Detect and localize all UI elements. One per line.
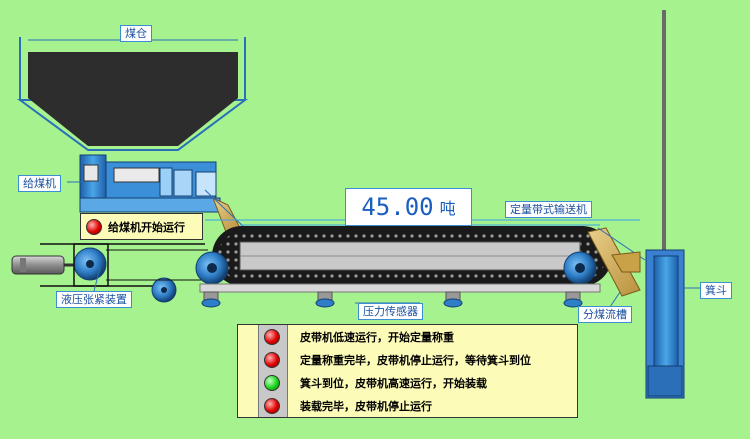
legend-text: 装载完毕，皮带机停止运行 <box>300 399 432 413</box>
coal-bin-label: 煤仓 <box>120 25 152 42</box>
legend-row: 装载完毕，皮带机停止运行 <box>238 394 577 417</box>
pressure-sensor-label: 压力传感器 <box>358 303 423 320</box>
feeder-status-lamp <box>86 218 102 235</box>
legend-row: 定量称重完毕，皮带机停止运行，等待箕斗到位 <box>238 348 577 371</box>
status-legend: 皮带机低速运行，开始定量称重 定量称重完毕，皮带机停止运行，等待箕斗到位 箕斗到… <box>237 324 578 418</box>
skip-hoist <box>645 10 700 399</box>
weight-readout: 45.00 吨 <box>345 188 472 226</box>
feeder-status-panel: 给煤机开始运行 <box>80 213 203 240</box>
legend-text: 皮带机低速运行，开始定量称重 <box>300 330 454 344</box>
weight-unit: 吨 <box>439 199 456 218</box>
feeder-status-text: 给煤机开始运行 <box>108 220 185 234</box>
tensioner-leader <box>92 267 101 296</box>
legend-row: 皮带机低速运行，开始定量称重 <box>238 325 577 348</box>
weigh-belt-label: 定量带式输送机 <box>505 201 592 218</box>
tensioner-label: 液压张紧装置 <box>56 291 132 308</box>
weight-value: 45.00 <box>361 193 434 221</box>
coal-chute <box>587 227 646 297</box>
weigh-belt-conveyor <box>195 219 640 293</box>
feeder-machine <box>79 154 246 233</box>
coal-bin <box>16 37 249 151</box>
skip-label: 箕斗 <box>700 282 732 299</box>
chute-label: 分煤流槽 <box>578 306 632 323</box>
hydraulic-tensioner <box>11 243 208 303</box>
legend-text: 箕斗到位，皮带机高速运行，开始装载 <box>300 376 487 390</box>
legend-lamp-red <box>264 397 280 414</box>
legend-lamp-green <box>264 374 280 391</box>
legend-lamp-red <box>264 328 280 345</box>
legend-row: 箕斗到位，皮带机高速运行，开始装载 <box>238 371 577 394</box>
legend-text: 定量称重完毕，皮带机停止运行，等待箕斗到位 <box>300 353 531 367</box>
legend-lamp-red <box>264 351 280 368</box>
feeder-label: 给煤机 <box>18 175 61 192</box>
